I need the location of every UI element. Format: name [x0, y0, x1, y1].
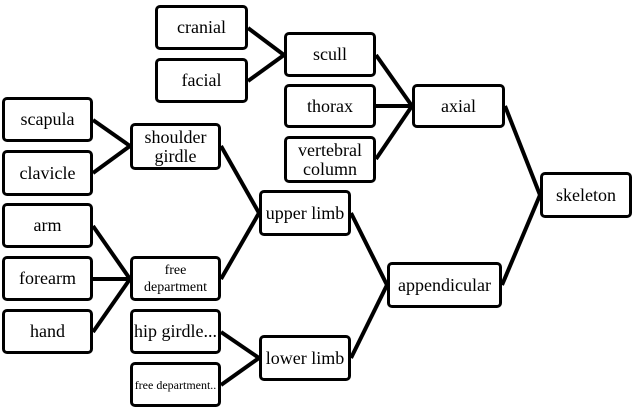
edge-shoulder-upper [219, 145, 261, 214]
edge-upper-appendicular [349, 212, 389, 286]
edge-hip-lower [219, 330, 261, 360]
node-shoulder-girdle: shoulder girdle [130, 123, 221, 170]
node-free-department-lower: free department.. [130, 362, 221, 407]
node-hip-girdle: hip girdle... [130, 309, 221, 354]
node-forearm: forearm [2, 256, 93, 301]
edge-scapula-shoulder [91, 118, 132, 148]
edge-appendicular-skeleton [500, 194, 542, 286]
edge-cranial-scull [246, 26, 286, 57]
edge-axial-skeleton [503, 105, 542, 196]
edge-free2-lower [219, 356, 261, 387]
node-scapula: scapula [2, 97, 93, 142]
edge-vertebral-axial [374, 104, 414, 161]
node-lower-limb: lower limb [259, 335, 351, 381]
node-thorax: thorax [284, 84, 376, 128]
edge-scull-axial [374, 53, 414, 108]
node-axial: axial [412, 84, 505, 128]
node-clavicle: clavicle [2, 150, 93, 196]
edge-facial-scull [246, 53, 286, 83]
node-upper-limb: upper limb [259, 190, 351, 236]
edge-lower-appendicular [349, 284, 389, 359]
node-cranial: cranial [155, 5, 248, 50]
node-hand: hand [2, 309, 93, 354]
edge-hand-free [91, 277, 132, 334]
node-vertebral-column: vertebral column [284, 136, 376, 183]
node-skeleton: skeleton [540, 172, 632, 218]
node-scull: scull [284, 32, 376, 77]
edge-clavicle-shoulder [91, 144, 132, 175]
node-appendicular: appendicular [387, 262, 502, 308]
edge-arm-free [91, 224, 132, 281]
node-free-department-upper: free department [130, 256, 221, 301]
edge-free-upper [219, 212, 261, 280]
node-facial: facial [155, 58, 248, 103]
node-arm: arm [2, 203, 93, 248]
